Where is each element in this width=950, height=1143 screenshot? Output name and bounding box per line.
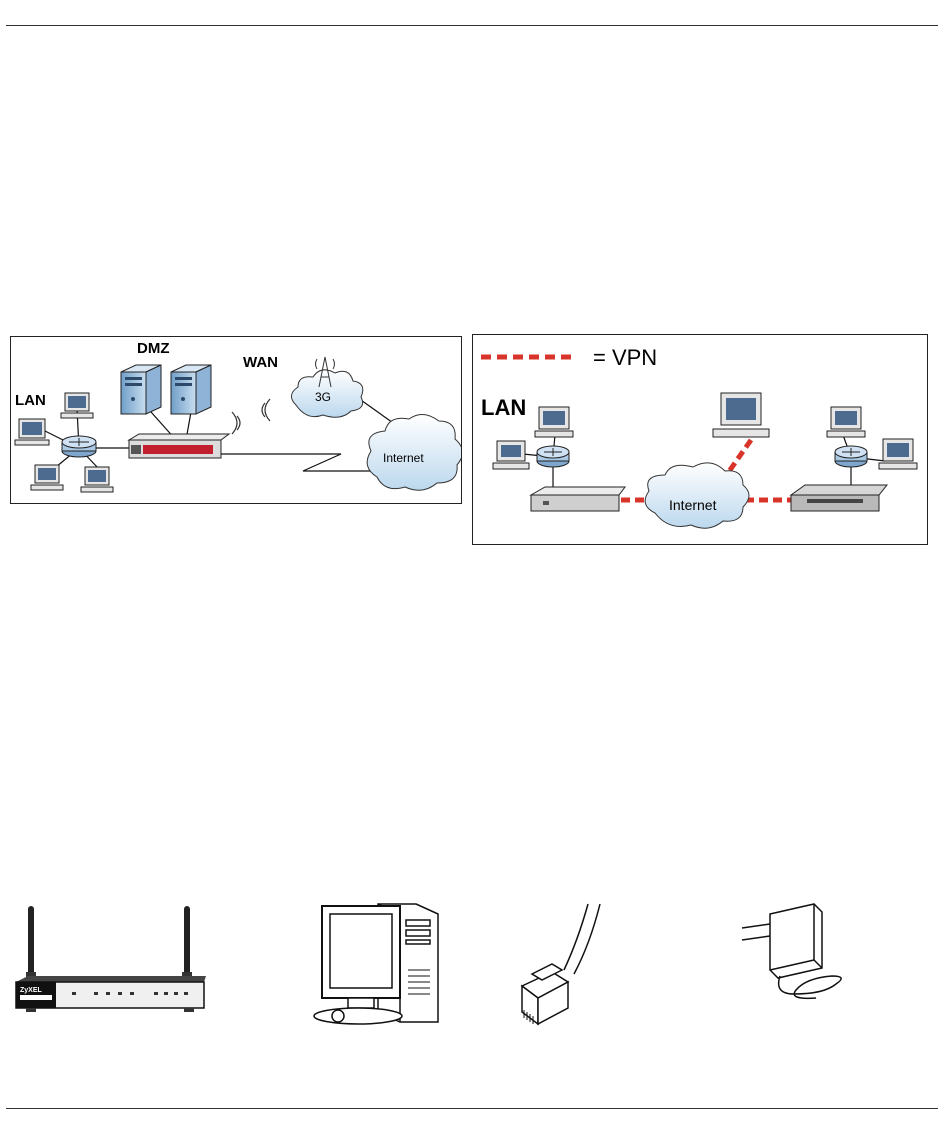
vpn-internet-cloud <box>645 463 749 528</box>
dmz-server-2 <box>171 365 211 414</box>
internet-label: Internet <box>383 451 424 465</box>
vpn-left-computer-left <box>493 441 529 469</box>
firewall-device <box>129 434 229 458</box>
vpn-left-router <box>531 487 625 511</box>
diagram-dmz-wan-svg: DMZ WAN LAN 3G Internet <box>11 337 461 503</box>
lan-computer-bottom-left <box>31 465 63 490</box>
antenna-icon <box>26 906 192 982</box>
power-plug-icon <box>742 904 822 978</box>
lan-computer-bottom-right <box>81 467 113 492</box>
vpn-right-computer-right <box>879 439 917 469</box>
network-diagram-vpn: = VPN LAN <box>472 334 928 545</box>
product-router: ZyXEL <box>12 900 212 1020</box>
vpn-remote-computer <box>713 393 769 437</box>
network-diagram-dmz-wan: DMZ WAN LAN 3G Internet <box>10 336 462 504</box>
lan-switch <box>62 436 96 457</box>
top-rule <box>6 25 938 26</box>
power-adapter-illustration <box>736 898 856 1008</box>
diagram-vpn-svg: = VPN LAN <box>473 335 927 544</box>
dmz-label: DMZ <box>137 340 170 357</box>
cellular-cloud <box>291 357 362 417</box>
vpn-left-computer-top <box>535 407 573 437</box>
lan-label: LAN <box>15 392 46 409</box>
wan-label: WAN <box>243 354 278 371</box>
wireless-signal-icon <box>232 399 270 434</box>
ethernet-connector-icon <box>522 904 600 1024</box>
vpn-right-router <box>791 485 887 511</box>
computer-illustration <box>308 900 448 1030</box>
product-ethernet-cable <box>508 900 618 1030</box>
lan-computer-top <box>61 393 93 418</box>
bottom-rule <box>6 1108 938 1109</box>
dmz-server-1 <box>121 365 161 414</box>
vpn-right-computer-top <box>827 407 865 437</box>
vpn-internet-label: Internet <box>669 497 717 513</box>
vpn-right-switch <box>835 446 867 467</box>
ethernet-cable-illustration <box>508 900 618 1030</box>
lan-label-2: LAN <box>481 395 526 420</box>
lan-computer-left <box>15 419 49 445</box>
product-power-adapter <box>736 898 856 1008</box>
router-brand: ZyXEL <box>20 987 43 994</box>
product-computer <box>308 900 448 1030</box>
router-illustration: ZyXEL <box>12 900 212 1020</box>
vpn-left-switch <box>537 446 569 467</box>
vpn-legend-label: = VPN <box>593 345 657 370</box>
cellular-label: 3G <box>315 390 331 404</box>
